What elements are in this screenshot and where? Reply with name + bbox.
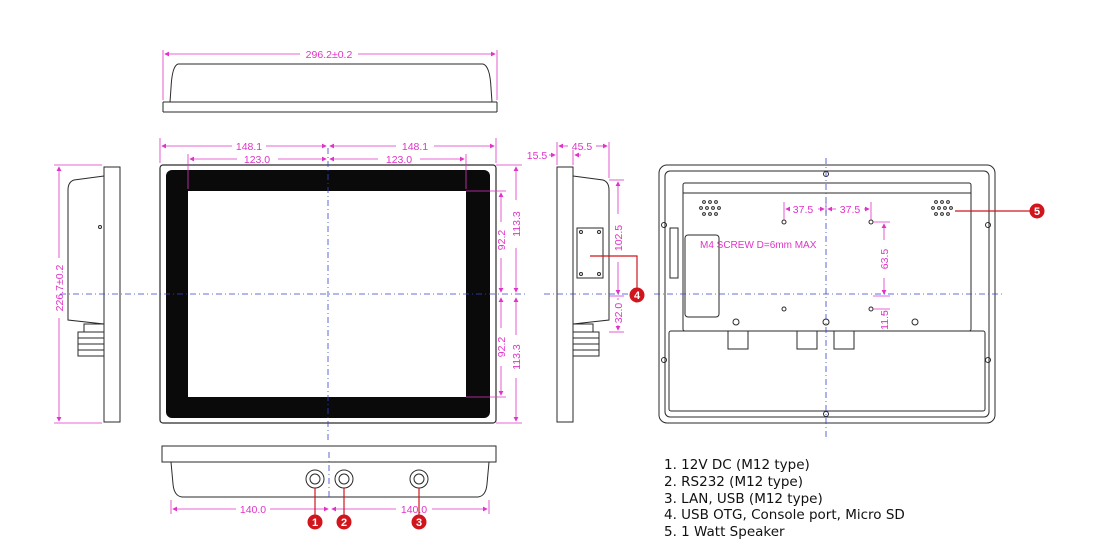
bottom-connector-2: [334, 469, 354, 489]
back-connector-1: [727, 330, 749, 350]
dim-label-right-lower: 113.3: [511, 344, 523, 370]
left-side-bezel: [103, 166, 121, 423]
callout-label-5: 5: [1034, 206, 1040, 218]
dim-label-half-width-right: 148.1: [402, 141, 428, 153]
dim-label-inner-lower: 92.2: [496, 337, 508, 358]
dim-label-back-left-spacing: 37.5: [793, 204, 814, 216]
dim-label-side-slot-height: 102.5: [613, 225, 625, 251]
callout-3: 3: [411, 514, 427, 530]
dim-label-right-upper: 113.3: [511, 211, 523, 237]
legend-item: 1. 12V DC (M12 type): [664, 457, 810, 473]
back-lower-cover: [668, 330, 986, 412]
centerlines: [60, 148, 1004, 500]
callout-2: 2: [336, 514, 352, 530]
dim-label-inner-left: 123.0: [244, 154, 270, 166]
back-speaker-right: [931, 200, 953, 216]
callout-5: 5: [1029, 203, 1045, 219]
dim-label-inner-right: 123.0: [386, 154, 412, 166]
top-view: [162, 63, 498, 113]
back-vesa-hole: [781, 219, 787, 225]
back-dims: [783, 202, 890, 316]
back-vesa-hole: [781, 306, 787, 312]
legend-item: 4. USB OTG, Console port, Micro SD: [664, 507, 905, 524]
right-side-bezel: [556, 166, 574, 423]
dim-label-top-width: 296.2±0.2: [306, 49, 353, 61]
dim-label-side-slot-offset: 32.0: [613, 303, 625, 324]
back-port-cutout: [684, 234, 720, 318]
back-connector-3: [833, 330, 855, 350]
dim-height: [54, 164, 102, 424]
bottom-body: [170, 461, 490, 498]
bottom-connector-1: [305, 469, 325, 489]
dim-label-bottom-left: 140.0: [240, 504, 266, 516]
top-view-outline: [169, 63, 493, 103]
right-side-dims: [549, 142, 624, 333]
legend-item: 3. LAN, USB (M12 type): [664, 490, 823, 507]
dim-label-back-small: 11.5: [879, 310, 891, 330]
legend-item: 5. 1 Watt Speaker: [664, 524, 785, 541]
callout-1: 1: [307, 514, 323, 530]
dim-label-half-width-left: 148.1: [236, 141, 262, 153]
callout-label-3: 3: [416, 517, 422, 529]
right-side-body: [572, 175, 610, 325]
callout-label-4: 4: [634, 290, 641, 302]
port-legend: 1. 12V DC (M12 type) 2. RS232 (M12 type)…: [664, 457, 905, 541]
right-side-port-panel: [576, 227, 604, 279]
back-speaker-left: [699, 200, 721, 216]
callout-leaders: [314, 210, 1030, 516]
back-side-port: [669, 227, 679, 279]
legend-item: 2. RS232 (M12 type): [664, 473, 803, 490]
bottom-dims: [170, 500, 490, 514]
dim-label-back-right-spacing: 37.5: [840, 204, 861, 216]
back-housing: [682, 182, 972, 332]
back-connector-2: [796, 330, 818, 350]
dim-label-back-vertical: 63.5: [879, 249, 891, 270]
bottom-connector-3: [409, 469, 429, 489]
screw-note: M4 SCREW D=6mm MAX: [700, 240, 817, 251]
dim-top-width: [162, 50, 498, 100]
callout-4: 4: [629, 287, 645, 303]
dim-label-bottom-right: 140.0: [401, 504, 427, 516]
dim-label-side-total-depth: 45.5: [572, 141, 593, 153]
callout-label-1: 1: [312, 517, 318, 529]
left-side-body: [67, 175, 105, 325]
right-side-view: [556, 166, 610, 423]
back-vesa-hole: [868, 219, 874, 225]
dim-label-height: 226.7±0.2: [54, 265, 66, 312]
left-side-view: [67, 166, 121, 423]
dim-label-inner-upper: 92.2: [496, 230, 508, 251]
callout-label-2: 2: [341, 517, 347, 529]
back-vesa-hole: [868, 306, 874, 312]
dim-label-side-bezel-depth: 15.5: [527, 150, 548, 162]
front-dims: [159, 138, 522, 424]
